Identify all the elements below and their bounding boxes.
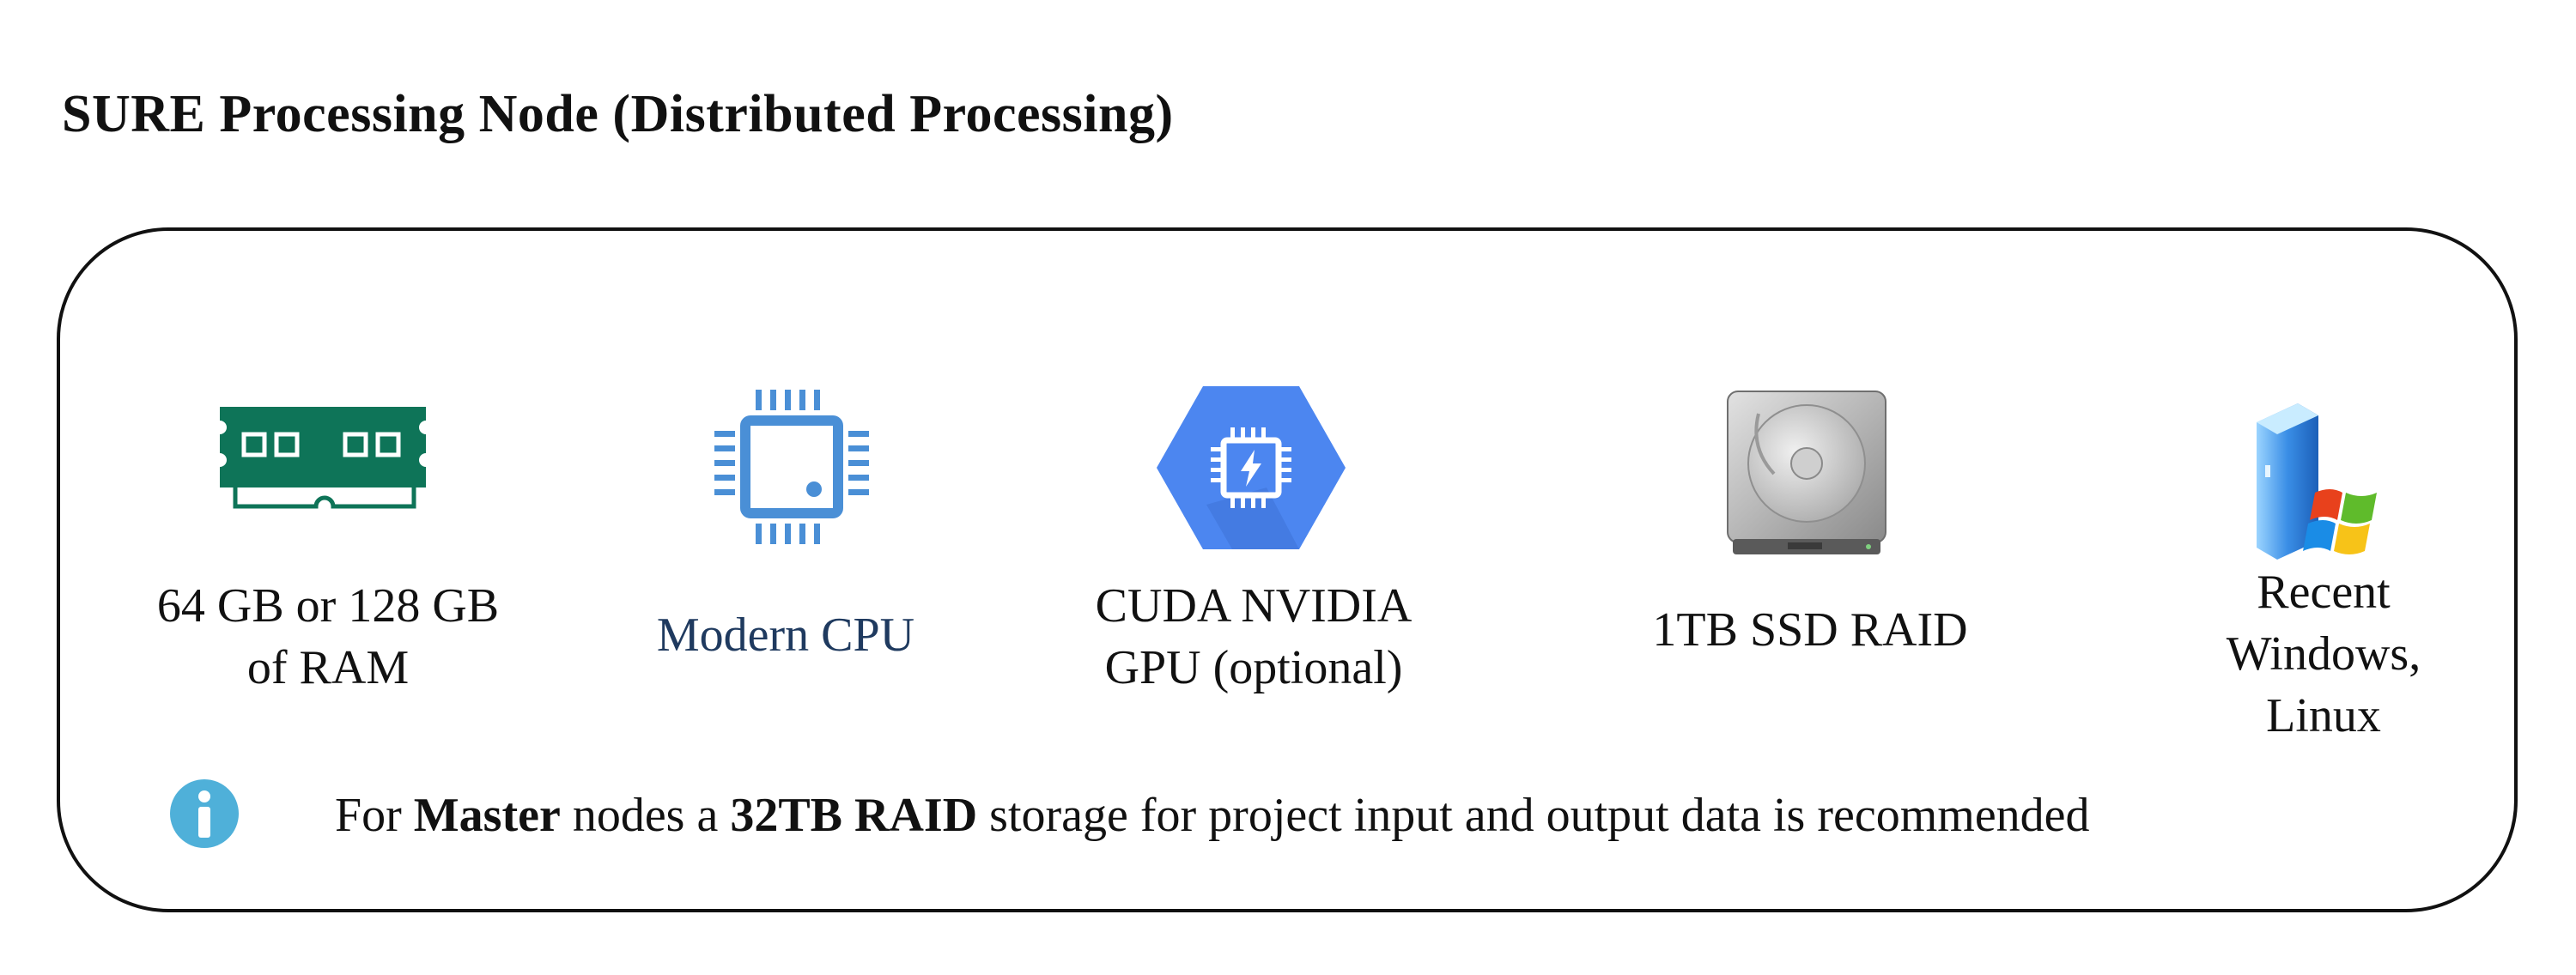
ram-label: 64 GB or 128 GB of RAM (156, 579, 500, 694)
cpu-icon (714, 390, 869, 544)
os-label: Recent Windows, Linux (2226, 566, 2421, 742)
hard-drive-label: 1TB SSD RAID (1652, 603, 1968, 657)
hard-drive-icon (1727, 391, 1886, 554)
ram-icon (220, 407, 426, 509)
gpu-label: CUDA NVIDIA GPU (optional) (1095, 579, 1413, 694)
cpu-label: Modern CPU (656, 609, 915, 662)
info-icon (170, 779, 239, 848)
windows-server-icon (2257, 403, 2377, 560)
spec-panel (57, 227, 2518, 912)
gpu-icon (1157, 386, 1346, 549)
master-node-note: For Master nodes a 32TB RAID storage for… (335, 789, 2090, 842)
page-title: SURE Processing Node (Distributed Proces… (62, 85, 1174, 143)
